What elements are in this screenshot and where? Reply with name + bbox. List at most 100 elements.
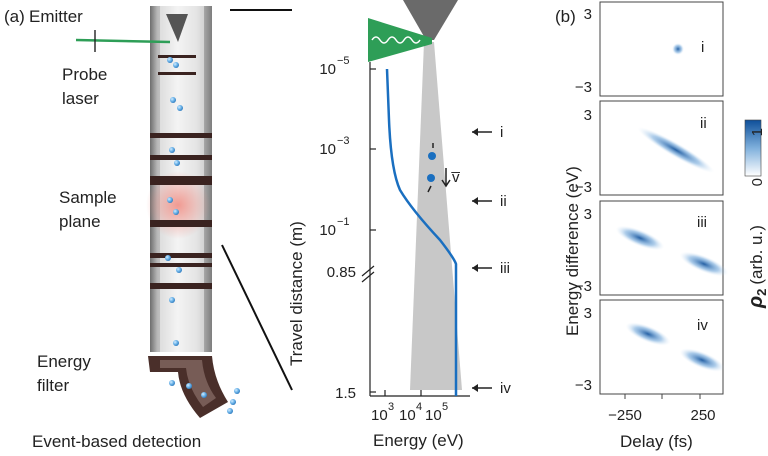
y-tick-label: −3 [575,179,592,196]
emitter-cone-icon [403,0,458,40]
panel-b-y-axis-title: Energy difference (eV) [563,166,582,336]
x-tick-label: 10 [399,407,416,424]
colorbar-rho-sub: 2 [754,289,768,296]
colorbar-label: ρ2 (arb. u.) [745,225,768,309]
electron-icon [167,57,173,63]
y-ticks [370,68,376,393]
electron-icon [427,174,435,182]
x-tick-exponent: 3 [388,401,394,413]
y-tick-label: −3 [575,377,592,394]
spread-arrow-icon [427,143,434,193]
electron-icon [230,399,236,405]
stage-markers: i ii iii iv [472,124,511,397]
electron-icon [177,105,183,111]
panel-b: (b) i ii iii iv 3 −3 3 −3 3 −3 3 −3 [555,1,768,451]
distribution-blob [615,225,665,251]
marker-ii-label: ii [500,193,507,210]
electron-icon [169,297,175,303]
distribution-blob [679,251,729,277]
electron-icon [170,97,176,103]
energy-filter-label-2: filter [37,376,69,395]
electron-icon [173,340,179,346]
electron-icon [227,408,233,414]
panel-b-y-ticks: 3 −3 3 −3 3 −3 3 −3 [575,6,592,394]
electron-icon [176,267,182,273]
subpanel-iv [599,299,724,395]
distribution-blob [625,322,671,346]
panel-a-label: (a) [4,7,25,26]
panel-a: (a) Emitter Probe laser Sample plane Ene… [4,6,293,451]
y-axis-title: Travel distance (m) [287,221,306,366]
y-tick-label: 10 [319,222,336,239]
electron-icon [173,62,179,68]
y-tick-label: −3 [575,79,592,96]
colorbar-rho: ρ [745,296,767,309]
electron-icon [174,160,180,166]
beam-cone [410,42,462,390]
distribution-blob [672,43,684,55]
electron-icon [428,152,436,160]
energy-filter-label-1: Energy [37,352,91,371]
laser-label: laser [62,89,99,108]
x-tick-label: 10 [425,407,442,424]
connector-diagonal [221,244,293,391]
panel-b-x-axis-title: Delay (fs) [620,432,693,451]
panel-b-label: (b) [555,7,576,26]
electron-icon [169,380,175,386]
y-tick-exponent: −1 [337,216,350,228]
electron-icon [169,147,175,153]
emitter-label: Emitter [29,7,83,26]
x-tick-label: −250 [608,407,642,424]
y-tick-labels: 10 −5 10 −3 10 −1 0.85 1.5 [319,55,356,402]
electron-icon [186,383,192,389]
subpanel-ii-label: ii [700,115,707,132]
probe-laser-beam [75,38,171,44]
velocity-label: v̅ [451,169,461,186]
y-tick-exponent: −5 [337,55,350,67]
electron-icon [165,255,171,261]
electron-icon [167,197,173,203]
x-tick-label: 10 [371,407,388,424]
axis-break-icon [361,271,375,283]
aperture-plates [150,55,212,289]
distribution-blob [679,348,725,372]
subpanel-iv-label: iv [697,317,708,334]
probe-label: Probe [62,65,107,84]
laser-wave [371,36,421,44]
y-tick-label: 10 [319,61,336,78]
emitter-tip-icon [166,14,188,42]
axis-break-icon [361,265,375,277]
y-tick-label: 3 [584,206,592,223]
marker-iv-label: iv [500,380,511,397]
electron-icon [173,209,179,215]
x-tick-exponent: 5 [442,401,448,413]
x-tick-label: 250 [690,407,715,424]
x-ticks [384,390,457,396]
sample-label: Sample [59,188,117,207]
subpanel-iii [599,200,724,296]
detection-label: Event-based detection [32,432,201,451]
y-tick-label: −3 [575,278,592,295]
marker-i-label: i [500,124,503,141]
x-axis-title: Energy (eV) [373,431,464,450]
y-tick-label: 1.5 [335,385,356,402]
distribution-blob [637,127,715,173]
subpanel-i-label: i [701,39,704,56]
y-tick-label: 3 [584,305,592,322]
subpanel-iii-label: iii [697,214,707,231]
electron-stream [165,57,183,346]
colorbar-unit: (arb. u.) [747,225,766,285]
panel-b-x-ticks [624,394,701,399]
middle-plot: 10 −5 10 −3 10 −1 0.85 1.5 10 3 10 4 10 … [287,0,511,450]
y-tick-label: 3 [584,6,592,23]
x-tick-exponent: 4 [416,401,422,413]
electron-icon [201,392,207,398]
velocity-arrow-icon [441,168,451,188]
laser-pulse-icon [368,18,432,62]
y-tick-label: 0.85 [327,264,356,281]
subpanel-i [599,1,724,97]
colorbar-max-label: 1 [749,128,766,136]
y-tick-label: 10 [319,141,336,158]
colorbar-min-label: 0 [749,178,766,186]
